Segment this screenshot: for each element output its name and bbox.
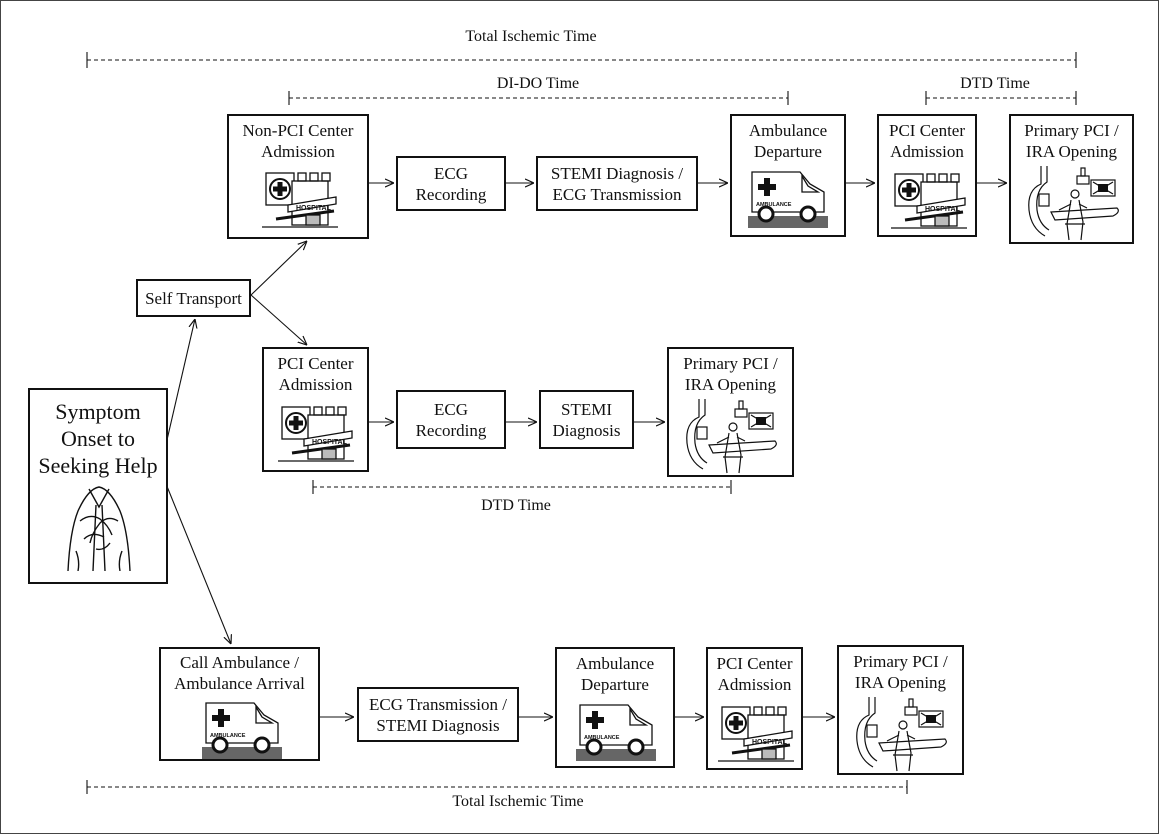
- arrow-symptom-to-ambulance: [163, 478, 231, 644]
- ambulance-icon: AMBULANCE: [202, 697, 282, 764]
- primary-pci-box-top: Primary PCI / IRA Opening: [1009, 114, 1134, 244]
- symptom-onset-label: Symptom Onset to Seeking Help: [38, 399, 158, 478]
- primary-pci-label-bottom: Primary PCI / IRA Opening: [853, 652, 948, 692]
- ambulance-departure-box-bottom: Ambulance Departure AMBULANCE: [555, 647, 675, 768]
- ambulance-departure-label-bottom: Ambulance Departure: [575, 654, 655, 694]
- call-ambulance-box: Call Ambulance / Ambulance Arrival AMBUL…: [159, 647, 320, 761]
- non-pci-center-admission-label: Non-PCI Center Admission: [242, 121, 354, 161]
- call-ambulance-label: Call Ambulance / Ambulance Arrival: [174, 653, 305, 693]
- hospital-icon: HOSPITAL: [262, 169, 338, 234]
- chest-pain-icon: [60, 481, 138, 576]
- svg-text:HOSPITAL: HOSPITAL: [296, 205, 332, 212]
- ambulance-departure-label-top: Ambulance Departure: [748, 121, 828, 161]
- ambulance-icon: AMBULANCE: [576, 699, 656, 766]
- stemi-diagnosis-box-mid: STEMI Diagnosis: [539, 390, 634, 449]
- non-pci-center-admission-box: Non-PCI Center Admission HOSPITAL: [227, 114, 369, 239]
- timeline-label-dtd-mid: DTD Time: [481, 497, 551, 514]
- cath-lab-icon: [679, 397, 784, 480]
- hospital-icon: HOSPITAL: [891, 170, 967, 235]
- pci-center-admission-label-bottom: PCI Center Admission: [716, 654, 793, 694]
- primary-pci-box-bottom: Primary PCI / IRA Opening: [837, 645, 964, 775]
- hospital-icon: HOSPITAL: [278, 403, 354, 468]
- primary-pci-box-mid: Primary PCI / IRA Opening: [667, 347, 794, 477]
- pci-center-admission-label-top: PCI Center Admission: [888, 121, 966, 161]
- ecg-transmission-stemi-diagnosis-box: ECG Transmission / STEMI Diagnosis: [357, 687, 519, 742]
- primary-pci-label-top: Primary PCI / IRA Opening: [1024, 121, 1119, 161]
- ecg-recording-box-top: ECG Recording: [396, 156, 506, 211]
- arrow-self-transport-to-pci: [250, 294, 307, 345]
- primary-pci-label-mid: Primary PCI / IRA Opening: [683, 354, 778, 394]
- timeline-label-total-bottom: Total Ischemic Time: [452, 793, 584, 810]
- stemi-diagnosis-ecg-transmission-box: STEMI Diagnosis / ECG Transmission: [536, 156, 698, 211]
- arrow-self-transport-to-non-pci: [250, 241, 307, 296]
- ambulance-icon: AMBULANCE: [748, 166, 828, 233]
- pci-center-admission-box-bottom: PCI Center Admission HOSPITAL: [706, 647, 803, 770]
- timeline-label-dtd-top: DTD Time: [960, 75, 1030, 92]
- pci-center-admission-box-mid: PCI Center Admission HOSPITAL: [262, 347, 369, 472]
- svg-text:AMBULANCE: AMBULANCE: [210, 733, 246, 739]
- svg-text:AMBULANCE: AMBULANCE: [756, 202, 792, 208]
- ambulance-departure-box-top: Ambulance Departure AMBULANCE: [730, 114, 846, 237]
- timeline-label-total-top: Total Ischemic Time: [465, 28, 597, 45]
- symptom-onset-box: Symptom Onset to Seeking Help: [28, 388, 168, 584]
- cath-lab-icon: [1021, 164, 1126, 247]
- svg-text:HOSPITAL: HOSPITAL: [925, 206, 961, 213]
- svg-text:AMBULANCE: AMBULANCE: [584, 735, 620, 741]
- cath-lab-icon: [849, 695, 954, 778]
- svg-text:HOSPITAL: HOSPITAL: [312, 439, 348, 446]
- timeline-label-di-do: DI-DO Time: [496, 75, 580, 92]
- self-transport-box: Self Transport: [136, 279, 251, 317]
- pci-center-admission-box-top: PCI Center Admission HOSPITAL: [877, 114, 977, 237]
- ecg-recording-box-mid: ECG Recording: [396, 390, 506, 449]
- hospital-icon: HOSPITAL: [718, 703, 794, 768]
- pci-center-admission-label-mid: PCI Center Admission: [277, 354, 354, 394]
- svg-text:HOSPITAL: HOSPITAL: [752, 739, 788, 746]
